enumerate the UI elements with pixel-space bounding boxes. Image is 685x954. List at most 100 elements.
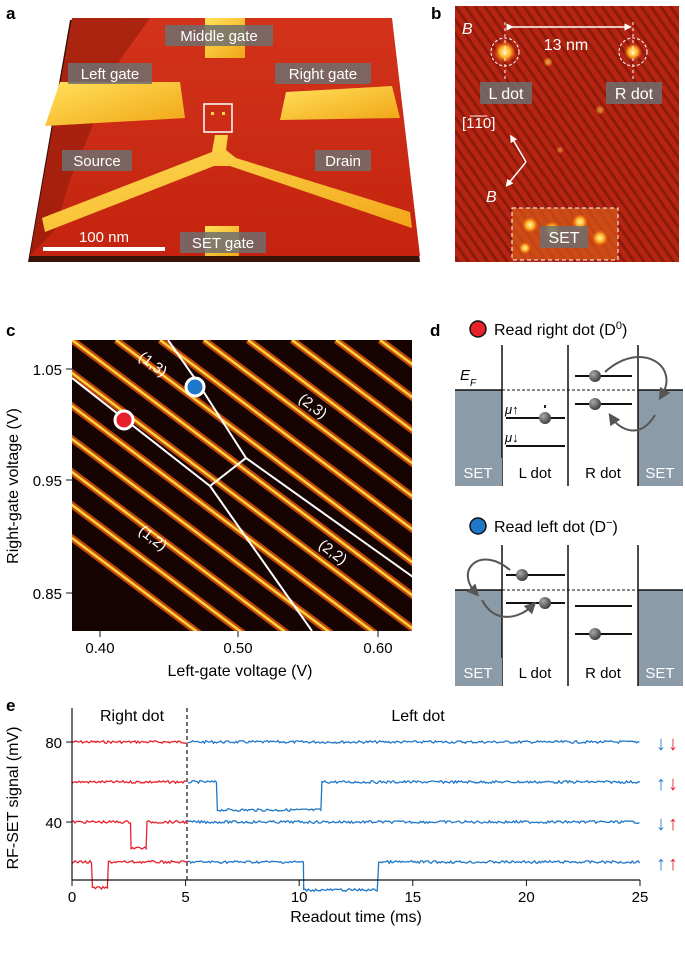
spin-state-right: ↑ [668,853,678,875]
transition-line-core [72,437,331,631]
right-gate-label: Right gate [289,66,357,83]
x-tick-label: 15 [404,889,421,906]
x-tick-label: 10 [291,889,308,906]
drain-label: Drain [325,153,361,170]
y-tick-label: 80 [45,735,62,752]
c-x-axis: 0.40 0.50 0.60 Left-gate voltage (V) [85,631,393,680]
transition-line-core [247,340,412,465]
panel-d-letter: d [430,321,440,340]
l-dot-label: L dot [519,465,553,482]
energy-diagram-left: SET L dot R dot SET [455,545,683,686]
c-x-axis-label: Left-gate voltage (V) [168,663,313,680]
transition-line-core [335,340,412,399]
x-tick-label: 25 [632,889,649,906]
zoom-box [203,103,233,133]
signal-trace [187,739,640,745]
energy-diagram-right: EF μ↑ μ↓ SET L dot R dot SET [455,345,683,486]
panel-d: d Read right dot (D0) EF μ↑ μ↓ [430,320,683,686]
spin-state-left: ↓ [656,733,666,755]
x-tick-label: 5 [181,889,189,906]
middle-gate-label: Middle gate [180,28,258,45]
signal-trace [71,859,189,891]
signal-trace [71,739,188,745]
x-tick-label: 0.60 [363,640,392,657]
panel-a-letter: a [6,4,16,23]
e-y-axis-label: RF-SET signal (mV) [5,727,22,870]
spin-state-left: ↓ [656,813,666,835]
transition-line-core [72,470,287,631]
r-dot-label: R dot [585,665,622,682]
blue-dot-icon [469,517,487,535]
signal-trace [187,859,641,893]
source-drain-leads [42,135,412,232]
panel-b: b B 13 nm L dot R dot [1̅1̅0] B SET [431,4,679,262]
signal-trace [71,779,188,785]
panel-a: a Middle gate Left gate Right gate Sourc… [6,4,420,262]
c-y-axis-label: Right-gate voltage (V) [5,408,22,564]
spin-state-right: ↓ [668,733,678,755]
set-gate-label: SET gate [192,235,254,252]
signal-trace [71,819,188,851]
l-dot-label: L dot [519,665,553,682]
y-tick-label: 1.05 [33,362,62,379]
read-right-title: Read right dot (D0) [494,320,627,339]
transition-line-core [291,340,412,432]
charge-transition-lines [72,340,412,631]
distance-label: 13 nm [544,37,588,54]
read-left-title: Read left dot (D−) [494,517,618,536]
spin-state-labels: ↓↓ ↑↓ ↓↑ ↑↑ [656,733,678,875]
transition-line-core [115,340,412,564]
set-label: SET [463,665,492,682]
transition-line-core [159,340,412,531]
left-gate-pad [45,82,185,126]
transition-line-core [72,371,412,630]
left-gate-label: Left gate [81,66,139,83]
direction-label: [1̅1̅0] [462,115,495,132]
transition-line-core [72,536,199,631]
panel-c: c (1,3) (2,3) (1,2) (2,2) 1.05 0.95 0.85… [5,321,412,680]
red-dot-icon [469,320,487,338]
e-y-axis: 80 40 RF-SET signal (mV) [5,727,72,870]
b-arrow-label: B [486,189,497,206]
c-y-axis: 1.05 0.95 0.85 Right-gate voltage (V) [5,362,72,603]
spin-state-right: ↑ [668,813,678,835]
e-x-axis: 0 5 10 15 20 25 [68,880,649,906]
afm-terrace [30,18,150,256]
read-left-marker [184,376,206,398]
panel-c-letter: c [6,321,15,340]
spin-state-left: ↑ [656,773,666,795]
signal-trace [187,819,640,825]
set-label: SET [548,230,579,247]
set-label: SET [645,665,674,682]
read-right-marker [113,409,135,431]
transition-line-core [72,503,243,631]
panel-e-letter: e [6,696,15,715]
y-tick-label: 0.85 [33,586,62,603]
x-tick-label: 0.40 [85,640,114,657]
y-tick-label: 0.95 [33,473,62,490]
spin-state-left: ↑ [656,853,666,875]
panel-b-letter: b [431,4,441,23]
x-tick-label: 0 [68,889,76,906]
y-tick-label: 40 [45,815,62,832]
e-x-axis-label: Readout time (ms) [290,909,422,926]
mu-up-label: μ↑ [504,402,519,417]
mu-down-label: μ↓ [504,430,519,445]
l-dot-label: L dot [489,86,525,103]
x-tick-label: 20 [518,889,535,906]
source-label: Source [73,153,121,170]
right-gate-pad [280,86,400,120]
r-dot-label: R dot [585,465,622,482]
transition-line-core [72,340,412,597]
transition-line-core [72,404,375,631]
scale-bar-label: 100 nm [79,229,129,246]
transition-line-core [203,340,412,498]
fermi-level-label: EF [460,367,477,389]
rf-set-traces [71,739,641,893]
r-dot-label: R dot [615,86,654,103]
spin-state-right: ↓ [668,773,678,795]
right-dot-header: Right dot [100,708,165,725]
b-field-label: B [462,21,473,38]
